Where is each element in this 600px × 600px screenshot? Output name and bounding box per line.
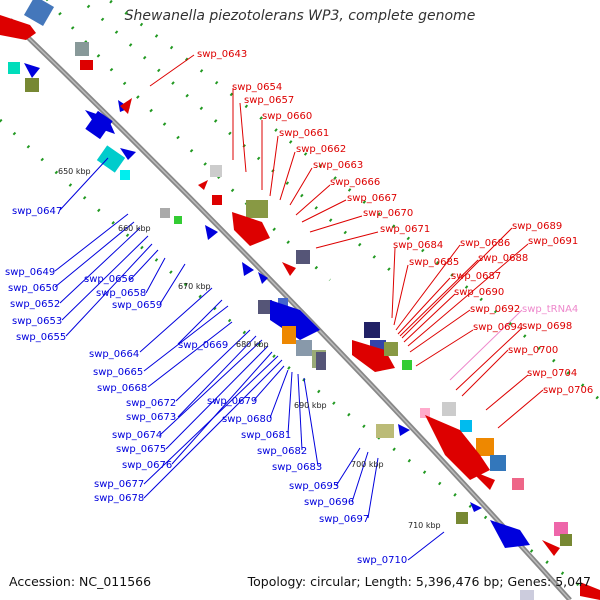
- gene-label-rev: swp_0672: [126, 398, 176, 409]
- gene-label-fwd: swp_0654: [232, 82, 282, 93]
- gene-label-fwd: swp_0657: [244, 95, 294, 106]
- gene-label-fwd: swp_0684: [393, 240, 443, 251]
- gene-label-fwd: swp_0660: [262, 111, 312, 122]
- gene-label-fwd: swp_0667: [347, 193, 397, 204]
- gene-label-rev: swp_0674: [112, 430, 162, 441]
- gene-label-fwd: swp_0688: [478, 253, 528, 264]
- tick-label: 700 kbp: [351, 460, 384, 469]
- gene-label-fwd: swp_0698: [522, 321, 572, 332]
- gene-label-rev: swp_0656: [84, 274, 134, 285]
- gene-label-rev: swp_0655: [16, 332, 66, 343]
- tick-label: 710 kbp: [408, 521, 441, 530]
- gene-label-fwd: swp_0704: [527, 368, 577, 379]
- gene-label-rev: swp_0676: [122, 460, 172, 471]
- gene-label-rev: swp_0677: [94, 479, 144, 490]
- dot-track-inner-bottom: [0, 118, 600, 600]
- gene-label-fwd: swp_0689: [512, 221, 562, 232]
- tick-label: 650 kbp: [58, 167, 91, 176]
- accession-label: Accession: NC_011566: [9, 574, 152, 589]
- gene-label-rev: swp_0668: [97, 383, 147, 394]
- tick-label: 680 kbp: [236, 340, 269, 349]
- tick-label: 690 kbp: [294, 401, 327, 410]
- gene-label-rev: swp_0650: [8, 283, 58, 294]
- gene-label-fwd: swp_0687: [451, 271, 501, 282]
- gene-label-trna: swp_tRNA4: [522, 304, 578, 315]
- gene-label-fwd: swp_0690: [454, 287, 504, 298]
- gene-label-rev: swp_0658: [96, 288, 146, 299]
- gene-label-rev: swp_0669: [178, 340, 228, 351]
- gene-label-fwd: swp_0671: [380, 224, 430, 235]
- gene-label-fwd: swp_0666: [330, 177, 380, 188]
- gene-label-fwd: swp_0691: [528, 236, 578, 247]
- leader-line-trna: [449, 309, 523, 381]
- gene-label-rev: swp_0652: [10, 299, 60, 310]
- gene-label-rev: swp_0678: [94, 493, 144, 504]
- gene-label-rev: swp_0682: [257, 446, 307, 457]
- gene-label-rev: swp_0681: [241, 430, 291, 441]
- gene-label-rev: swp_0695: [289, 481, 339, 492]
- gene-label-rev: swp_0680: [222, 414, 272, 425]
- gene-label-fwd: swp_0700: [508, 345, 558, 356]
- gene-label-rev: swp_0673: [126, 412, 176, 423]
- leader-lines-reverse: [54, 157, 445, 561]
- gene-label-rev: swp_0710: [357, 555, 407, 566]
- gene-label-fwd: swp_0694: [473, 322, 523, 333]
- gene-label-rev: swp_0697: [319, 514, 369, 525]
- gene-label-rev: swp_0653: [12, 316, 62, 327]
- gene-label-rev: swp_0679: [207, 396, 257, 407]
- gene-label-rev: swp_0659: [112, 300, 162, 311]
- gene-label-fwd: swp_0643: [197, 49, 247, 60]
- gene-label-rev: swp_0647: [12, 206, 62, 217]
- gene-label-fwd: swp_0662: [296, 144, 346, 155]
- gene-label-fwd: swp_0686: [460, 238, 510, 249]
- gene-label-rev: swp_0696: [304, 497, 354, 508]
- gene-label-fwd: swp_0706: [543, 385, 593, 396]
- gene-label-fwd: swp_0661: [279, 128, 329, 139]
- gene-label-fwd: swp_0670: [363, 208, 413, 219]
- dot-track-inner-top: [45, 0, 332, 282]
- genome-summary: Topology: circular; Length: 5,396,476 bp…: [247, 574, 591, 589]
- dot-track-top: [79, 0, 391, 272]
- gene-label-fwd: swp_0692: [470, 304, 520, 315]
- tick-label: 670 kbp: [178, 282, 211, 291]
- gene-label-rev: swp_0665: [93, 367, 143, 378]
- tick-label: 660 kbp: [118, 224, 151, 233]
- gene-label-fwd: swp_0685: [409, 257, 459, 268]
- gene-label-rev: swp_0649: [5, 267, 55, 278]
- gene-label-rev: swp_0683: [272, 462, 322, 473]
- gene-label-fwd: swp_0663: [313, 160, 363, 171]
- leader-lines-forward: [149, 54, 544, 429]
- gene-label-rev: swp_0664: [89, 349, 139, 360]
- gene-label-rev: swp_0675: [116, 444, 166, 455]
- map-title: Shewanella piezotolerans WP3, complete g…: [124, 8, 476, 24]
